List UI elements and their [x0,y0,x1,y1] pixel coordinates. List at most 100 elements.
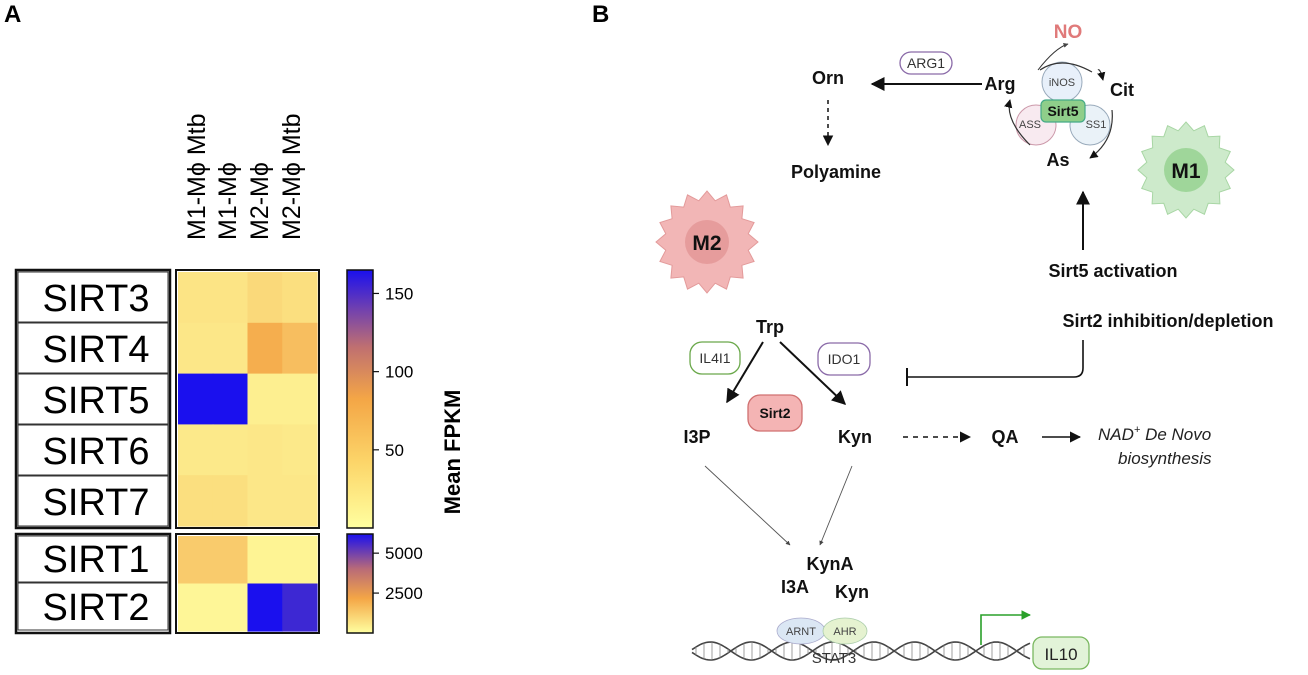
ass-label: ASS [1019,119,1041,131]
kyn-ligand-label: Kyn [835,582,869,602]
heatmap-cell-sirt2-col1 [178,583,214,632]
kyna-label: KynA [806,554,853,574]
urea-cycle: iNOS ASS SS1 Sirt5 [1004,61,1113,159]
colorbar-tick-label-50: 50 [385,441,404,460]
sirt2-inhibition-label: Sirt2 inhibition/depletion [1063,311,1274,331]
orn-label: Orn [812,68,844,88]
column-label-m2: M2-Mϕ [246,162,274,240]
nad-line1: NAD+ De Novo [1098,424,1211,444]
trp-label: Trp [756,317,784,337]
heatmap-cell-sirt4-col2 [212,322,249,375]
column-label-m1-mtb: M1-Mϕ Mtb [183,113,211,240]
heatmap-cell-sirt7-col4 [282,475,318,527]
heatmap-cell-sirt3-col4 [282,272,318,324]
panel-a-letter: A [4,1,21,28]
arnt-label: ARNT [786,626,816,638]
row-label-sirt3: SIRT3 [42,278,149,320]
polyamine-label: Polyamine [791,162,881,182]
row-labels-top: SIRT3 SIRT4 SIRT5 SIRT6 SIRT7 [14,268,172,530]
colorbar-tick-label-2500: 2500 [385,584,423,603]
arg1-label: ARG1 [907,55,945,71]
heatmap-cell-sirt6-col4 [282,424,318,476]
heatmap-cell-sirt2-col3 [247,583,283,632]
i3p-to-i3a-arrow [704,465,791,546]
ido1-box [817,342,871,376]
ss1-label: SS1 [1086,119,1107,131]
heatmap-cell-sirt7-col2 [212,475,249,527]
il4i1-box [689,341,741,375]
sirt5-box [1040,99,1086,123]
colorbar-tick-label-5000: 5000 [385,544,423,563]
row-label-sirt1: SIRT1 [42,539,149,581]
ahr-shape [822,617,868,645]
trp-to-i3p-arrow [726,341,764,404]
qa-label: QA [992,427,1019,447]
row-label-sirt2: SIRT2 [42,587,149,629]
heatmap-cell-sirt6-col3 [247,424,283,476]
panel-b-letter: B [592,1,609,28]
heatmap-top-frame [175,269,320,529]
m1-label: M1 [1171,160,1200,183]
column-label-m1: M1-Mϕ [214,162,242,240]
colorbar-bottom [346,533,374,634]
kyn-to-kyna-arrow [819,465,853,546]
il4i1-label: IL4I1 [699,350,730,366]
heatmap-cell-sirt3-col3 [247,272,283,324]
colorbar-title: Mean FPKM [440,390,465,515]
m1-macrophage: M1 [1137,121,1235,219]
dna-strand [691,641,1031,661]
as-label: As [1046,150,1069,170]
heatmap-cell-sirt1-col3 [247,536,283,585]
arg-label: Arg [985,74,1016,94]
trp-to-kyn-arrow [779,341,847,405]
nad-de-novo: De Novo [1140,425,1211,444]
row-label-sirt7: SIRT7 [42,482,149,524]
heatmap-cell-sirt3-col2 [212,272,249,324]
heatmap-cell-sirt6-col1 [178,424,214,476]
sirt5-activation-label: Sirt5 activation [1048,261,1177,281]
stat3-label: STAT3 [812,650,856,667]
row-labels-bottom: SIRT1 SIRT2 [14,532,172,635]
column-labels: M1-Mϕ Mtb M1-Mϕ M2-Mϕ M2-Mϕ Mtb [183,113,306,240]
inos-label: iNOS [1049,77,1075,89]
nad-superscript: + [1134,424,1141,436]
heatmap-cell-sirt4-col4 [282,322,318,375]
sirt5-label: Sirt5 [1047,103,1078,119]
as-to-arg-arrow [1004,99,1031,146]
heatmap-cell-sirt4-col1 [178,322,214,375]
heatmap-cell-sirt2-col4 [282,583,318,632]
colorbar-tick-label-100: 100 [385,363,413,382]
arg1-box [899,51,953,75]
heatmap-bottom-frame [175,533,320,634]
nad-main: NAD [1098,425,1134,444]
m2-label: M2 [692,232,721,255]
cit-label: Cit [1110,80,1134,100]
heatmap-cell-sirt1-col4 [282,536,318,585]
ido1-label: IDO1 [828,351,861,367]
i3a-label: I3A [781,577,809,597]
heatmap-cell-sirt6-col2 [212,424,249,476]
heatmap-top [178,272,318,527]
no-arrow [1037,42,1069,71]
heatmap-cell-sirt2-col2 [212,583,249,632]
row-label-sirt4: SIRT4 [42,329,149,371]
kyn-label: Kyn [838,427,872,447]
no-label: NO [1054,22,1083,43]
heatmap-cell-sirt1-col2 [212,536,249,585]
row-label-sirt6: SIRT6 [42,431,149,473]
dna-strand [691,641,1031,661]
arg-to-cit-arrow [1097,69,1106,81]
heatmap-cell-sirt7-col1 [178,475,214,527]
heatmap-cell-sirt7-col3 [247,475,283,527]
arg-cit-arc [1039,62,1093,73]
ahr-label: AHR [833,626,856,638]
row-label-sirt5: SIRT5 [42,380,149,422]
heatmap-cell-sirt5-col3 [247,373,283,425]
heatmap-cell-sirt5-col1 [178,373,214,425]
transcription-arrow [980,610,1031,645]
m2-macrophage: M2 [655,190,759,294]
heatmap-bottom [178,536,318,632]
heatmap-cell-sirt1-col1 [178,536,214,585]
